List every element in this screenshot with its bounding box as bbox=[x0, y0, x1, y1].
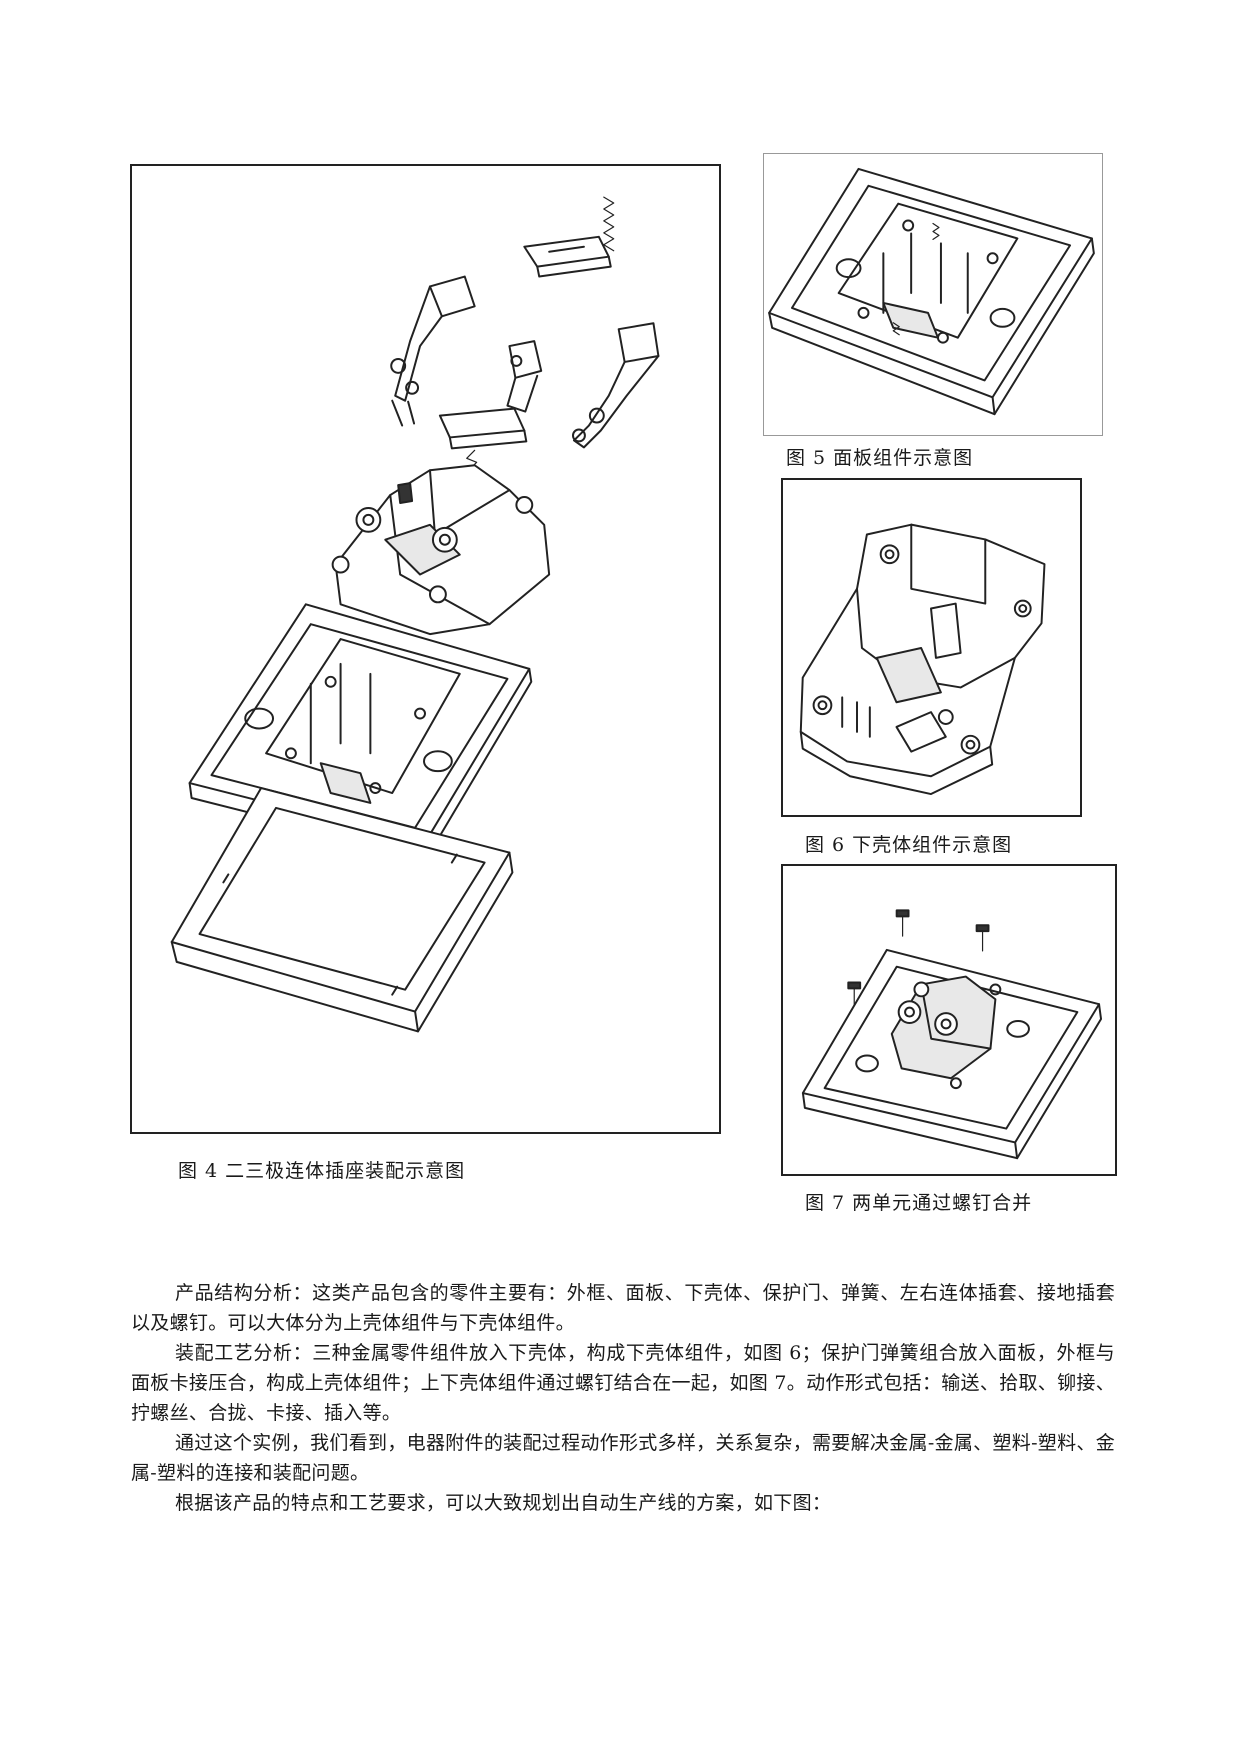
figure-5-caption: 图 5 面板组件示意图 bbox=[786, 447, 974, 469]
figure-5-panel-component bbox=[763, 153, 1103, 436]
paragraph-assembly-process-analysis: 装配工艺分析：三种金属零件组件放入下壳体，构成下壳体组件，如图 6；保护门弹簧组… bbox=[131, 1342, 1115, 1424]
figure-6-caption: 图 6 下壳体组件示意图 bbox=[805, 834, 1013, 856]
paragraph-example-conclusion: 通过这个实例，我们看到，电器附件的装配过程动作形式多样，关系复杂，需要解决金属-… bbox=[131, 1432, 1115, 1484]
combined-units-drawing bbox=[801, 909, 1103, 1160]
lower-housing-drawing bbox=[799, 523, 1046, 796]
body-text: 产品结构分析：这类产品包含的零件主要有：外框、面板、下壳体、保护门、弹簧、左右连… bbox=[131, 1278, 1115, 1518]
paragraph-structure-analysis: 产品结构分析：这类产品包含的零件主要有：外框、面板、下壳体、保护门、弹簧、左右连… bbox=[131, 1282, 1115, 1334]
figure-7-units-joined-by-screws bbox=[781, 864, 1117, 1176]
figure-4-caption: 图 4 二三极连体插座装配示意图 bbox=[178, 1160, 466, 1182]
figure-7-caption: 图 7 两单元通过螺钉合并 bbox=[805, 1192, 1033, 1214]
figure-6-lower-housing-component bbox=[781, 478, 1082, 817]
figure-4-exploded-assembly bbox=[130, 164, 721, 1134]
exploded-socket-drawing bbox=[170, 196, 660, 1033]
panel-component-drawing bbox=[768, 167, 1095, 416]
paragraph-production-line-plan: 根据该产品的特点和工艺要求，可以大致规划出自动生产线的方案，如下图： bbox=[175, 1492, 832, 1514]
